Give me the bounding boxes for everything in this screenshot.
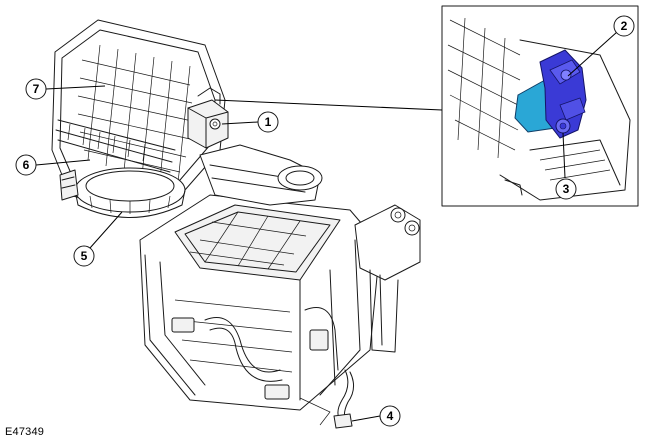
recirculation-actuator-motor [187, 87, 229, 149]
inset-leader-line [214, 99, 443, 111]
callout-1: 1 [265, 115, 272, 129]
hvac-housing-drawing [51, 19, 421, 429]
callout-3: 3 [563, 182, 570, 196]
callout-6: 6 [23, 158, 30, 172]
distribution-duct [199, 144, 323, 206]
callout-2: 2 [621, 19, 628, 33]
figure-reference-code: E47349 [5, 426, 45, 438]
callout-4: 4 [387, 409, 394, 423]
blower-motor-scroll [59, 167, 186, 218]
callouts: 1 2 3 4 5 6 7 [15, 15, 635, 427]
heater-evaporator-case [139, 194, 381, 411]
blower-intake-housing [51, 19, 226, 211]
callout-7: 7 [33, 82, 40, 96]
detail-inset [441, 5, 639, 207]
heater-core-pipes [354, 204, 421, 353]
intake-grille [77, 44, 193, 184]
drain-tube-harness [299, 369, 354, 429]
callout-5: 5 [81, 249, 88, 263]
